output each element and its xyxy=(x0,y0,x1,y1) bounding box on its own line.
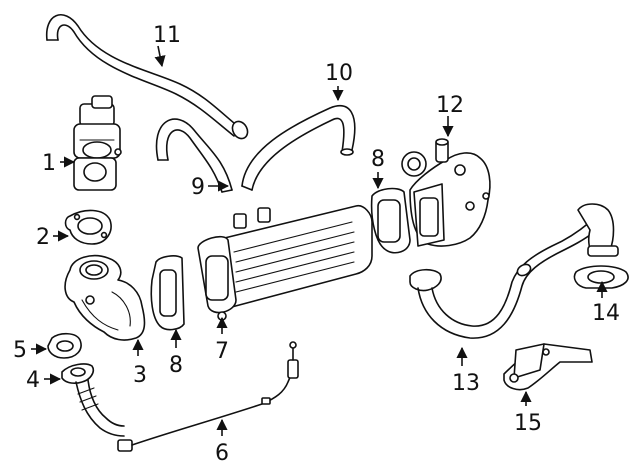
callout-12: 12 xyxy=(436,93,464,118)
bracket-15 xyxy=(503,343,593,391)
callout-13: 13 xyxy=(452,371,480,396)
sensor-6 xyxy=(117,341,299,452)
callout-numbers: 1 2 3 4 5 6 7 8 8 9 10 11 12 13 14 15 xyxy=(13,23,620,466)
hose-11 xyxy=(46,14,249,140)
egr-housing-3 xyxy=(64,254,146,341)
callout-2: 2 xyxy=(36,225,50,250)
gasket-2 xyxy=(64,209,112,245)
pipe-4 xyxy=(61,363,125,437)
callout-4: 4 xyxy=(26,368,40,393)
callout-10: 10 xyxy=(325,61,353,86)
callout-5: 5 xyxy=(13,338,27,363)
housing-12 xyxy=(401,138,491,247)
callout-9: 9 xyxy=(191,175,205,200)
callout-7: 7 xyxy=(215,339,229,364)
egr-valve-1 xyxy=(73,95,122,191)
callout-1: 1 xyxy=(42,151,56,176)
callout-6: 6 xyxy=(215,441,229,466)
callout-8-right: 8 xyxy=(371,147,385,172)
egr-cooler-7 xyxy=(197,204,373,321)
callout-15: 15 xyxy=(514,411,542,436)
gasket-14 xyxy=(573,265,629,289)
callout-3: 3 xyxy=(133,363,147,388)
hose-9 xyxy=(155,118,233,193)
gasket-5 xyxy=(47,332,82,359)
callout-11: 11 xyxy=(153,23,181,48)
gasket-8-right xyxy=(370,187,411,254)
callout-8-left: 8 xyxy=(169,353,183,378)
leader-lines xyxy=(31,45,608,436)
hose-10 xyxy=(241,105,356,191)
pipe-13 xyxy=(409,203,619,339)
callout-14: 14 xyxy=(592,301,620,326)
gasket-8-left xyxy=(150,255,185,331)
